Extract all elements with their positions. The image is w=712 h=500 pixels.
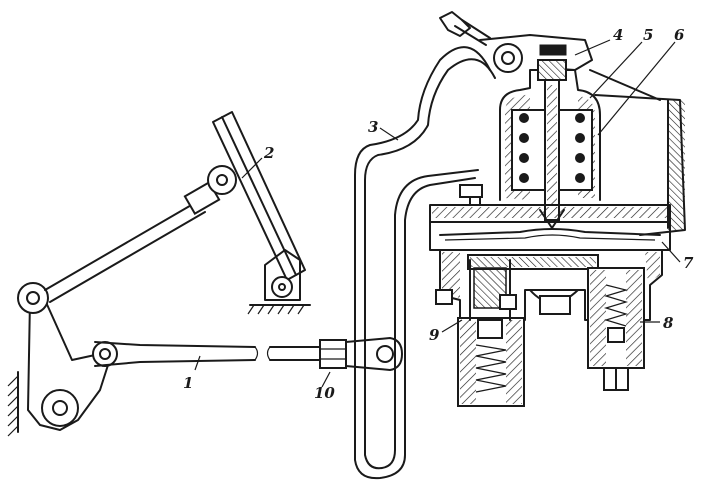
callout-1: 1 [183,374,193,392]
valve-lower-body [439,249,663,321]
callout-leaders [194,39,681,388]
valve-dome [589,69,686,236]
callout-10: 10 [314,384,335,402]
valve-fasteners [435,289,571,315]
pedal-rod [44,165,237,303]
outlet-valve-right [587,267,645,391]
connecting-rod [94,341,326,367]
valve-diaphragm-housing [429,184,671,251]
callout-9: 9 [429,326,440,344]
adjusting-fork [319,337,403,371]
callout-5: 5 [643,26,653,44]
callout-3: 3 [368,118,378,136]
inlet-valve-left [457,259,525,407]
brake-pedal [212,111,311,315]
callout-7: 7 [683,254,694,272]
callout-6: 6 [674,26,685,44]
pedal-lever-bracket [17,282,118,431]
callout-8: 8 [663,314,674,332]
callout-4: 4 [613,26,623,44]
callout-2: 2 [263,144,274,162]
valve-plunger [537,44,567,229]
wall-mount [7,371,19,437]
control-tube [354,46,496,480]
valve-top-fitting [439,11,593,73]
